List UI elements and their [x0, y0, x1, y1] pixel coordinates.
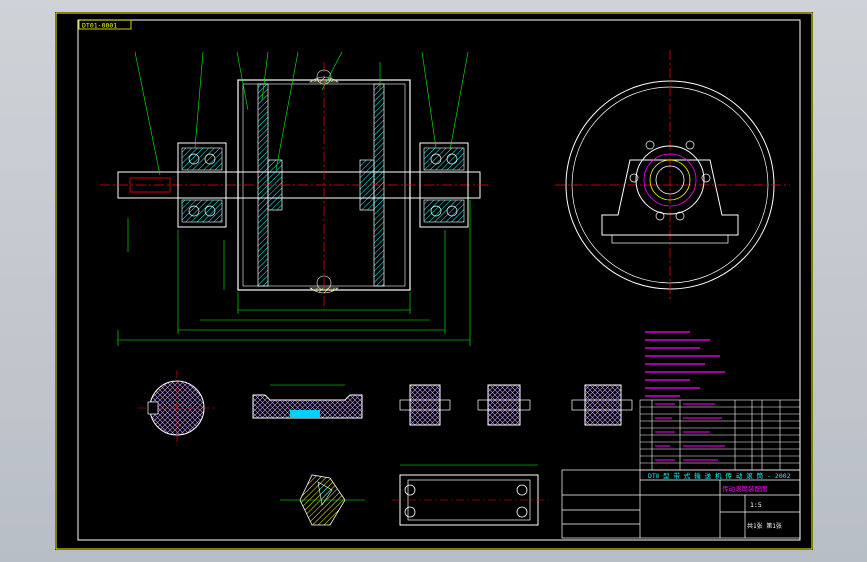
parts-list-entries	[655, 403, 725, 461]
outer-border	[55, 12, 813, 550]
lagging-section-detail	[252, 384, 363, 419]
bearing-base-plan	[392, 464, 548, 526]
sheet-text: 共1张 第1张	[747, 522, 782, 530]
title-block	[561, 469, 801, 539]
stamp-box	[78, 19, 132, 30]
stamp-label: DT01-0001	[82, 22, 117, 30]
scale-text: 1:5	[750, 501, 762, 509]
drawing-subtitle: 传动滚筒装配图	[722, 484, 768, 493]
main-section-view	[100, 51, 490, 346]
parts-list	[639, 399, 801, 471]
hub-detail-2	[477, 384, 531, 426]
hub-detail-3	[571, 384, 633, 426]
side-view	[555, 50, 790, 300]
shaft-section-detail	[138, 370, 215, 446]
key-section-detail	[280, 474, 365, 526]
technical-notes	[645, 331, 725, 397]
hub-detail-1	[399, 384, 451, 426]
title-line: DTⅡ 型 带 式 输 送 机 传 动 滚 筒 - 2002	[648, 471, 791, 480]
inner-border	[77, 19, 801, 541]
